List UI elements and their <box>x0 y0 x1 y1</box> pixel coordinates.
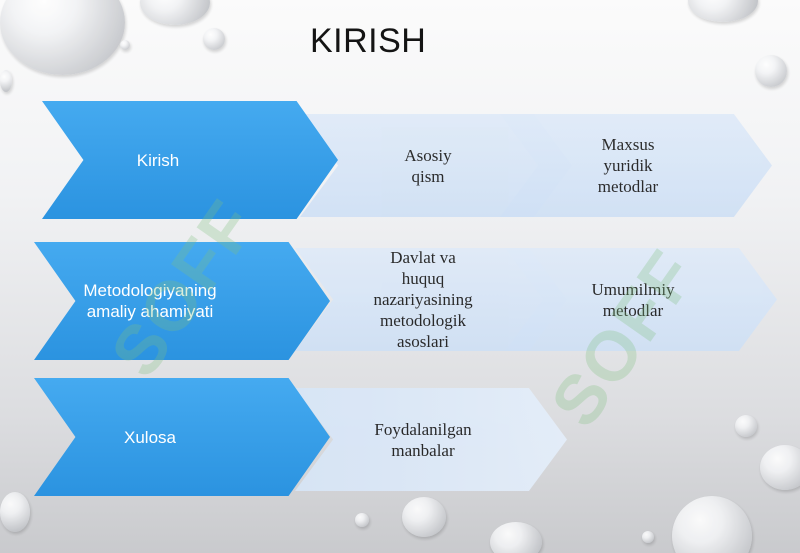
water-drop-decoration <box>203 28 225 50</box>
row-1-main-chevron: Kirish <box>42 101 338 219</box>
water-drop-decoration <box>688 0 758 22</box>
row-1-item-1-label: Asosiy qism <box>404 145 452 186</box>
water-drop-decoration <box>672 496 752 553</box>
row-2-item-1-chevron: Davlat va huquq nazariyasining metodolog… <box>295 248 567 351</box>
water-drop-decoration <box>735 415 757 437</box>
water-drop-decoration <box>140 0 210 25</box>
water-drop-decoration <box>0 0 125 75</box>
water-drop-decoration <box>0 492 30 532</box>
row-2-main-chevron: Metodologiyaning amaliy ahamiyati <box>34 242 330 360</box>
row-2-item-1-label: Davlat va huquq nazariyasining metodolog… <box>373 248 473 351</box>
water-drop-decoration <box>642 531 654 543</box>
water-drop-decoration <box>0 70 12 92</box>
row-2-item-2-label: Umumilmiy metodlar <box>591 279 675 320</box>
water-drop-decoration <box>760 445 800 490</box>
row-1-item-2-label: Maxsus yuridik metodlar <box>597 135 659 196</box>
water-drop-decoration <box>120 40 130 50</box>
row-3-main-chevron: Xulosa <box>34 378 330 496</box>
row-1-main-label: Kirish <box>136 150 180 170</box>
row-3-main-label: Xulosa <box>124 427 176 447</box>
water-drop-decoration <box>490 522 542 553</box>
water-drop-decoration <box>755 55 787 87</box>
row-3-item-1-chevron: Foydalanilgan manbalar <box>295 388 567 491</box>
row-1-item-1-chevron: Asosiy qism <box>300 114 572 217</box>
slide-title: KIRISH <box>310 22 427 60</box>
row-2-main-label: Metodologiyaning amaliy ahamiyati <box>83 281 217 321</box>
row-3-item-1-label: Foydalanilgan manbalar <box>374 419 472 460</box>
water-drop-decoration <box>402 497 446 537</box>
water-drop-decoration <box>355 513 369 527</box>
